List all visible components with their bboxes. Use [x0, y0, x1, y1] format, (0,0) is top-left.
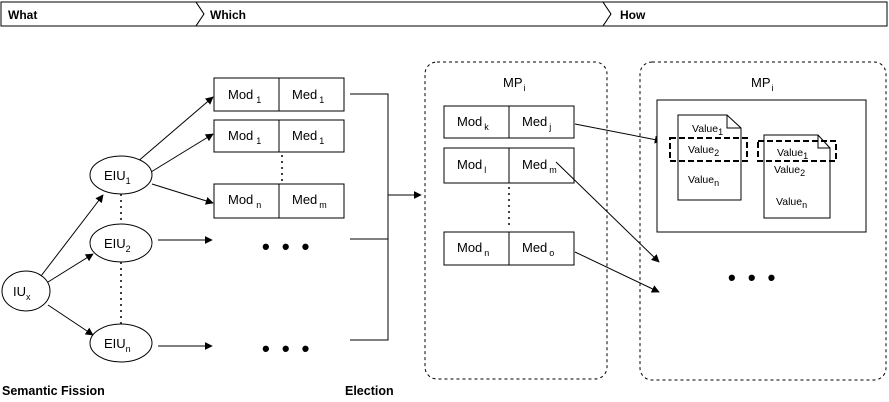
- ellipsis-middle: • • •: [262, 234, 312, 259]
- svg-text:EIU2: EIU2: [104, 236, 131, 254]
- svg-text:IUx: IUx: [13, 284, 31, 302]
- svg-text:Value2: Value2: [774, 164, 805, 178]
- eiu-arrows: [135, 96, 283, 350]
- eiu-2-node: EIU2: [89, 223, 153, 263]
- fission-arrows: [40, 194, 122, 336]
- svg-text:MPi: MPi: [503, 75, 526, 93]
- footer-semantic-fission: Semantic Fission: [2, 384, 105, 398]
- ellipsis-bottom: • • •: [262, 336, 312, 361]
- svg-text:Valuen: Valuen: [776, 196, 807, 210]
- eiu-n-node: EIUn: [89, 323, 153, 363]
- phase-banner: What Which How: [0, 1, 888, 27]
- eiu-1-node: EIU1: [89, 155, 153, 195]
- svg-text:EIU1: EIU1: [104, 168, 131, 186]
- phase-which: Which: [210, 8, 246, 22]
- election-collector: [350, 93, 422, 341]
- svg-text:Value1: Value1: [777, 147, 808, 161]
- svg-text:Valuen: Valuen: [688, 174, 719, 188]
- iu-node: IUx: [1, 270, 51, 312]
- phase-how: How: [620, 8, 646, 22]
- phase-what: What: [8, 8, 37, 22]
- instantiation-arrows: [555, 123, 663, 293]
- svg-text:Value1: Value1: [692, 123, 723, 137]
- svg-text:Value2: Value2: [688, 144, 719, 158]
- footer-election: Election: [345, 384, 394, 398]
- svg-text:EIUn: EIUn: [104, 336, 131, 354]
- ellipsis-instantiation: • • •: [728, 265, 778, 290]
- svg-text:MPi: MPi: [751, 75, 774, 93]
- mp-instantiation-container: MPi Value1 Value2 Valuen Value1 Value2 V…: [639, 61, 887, 381]
